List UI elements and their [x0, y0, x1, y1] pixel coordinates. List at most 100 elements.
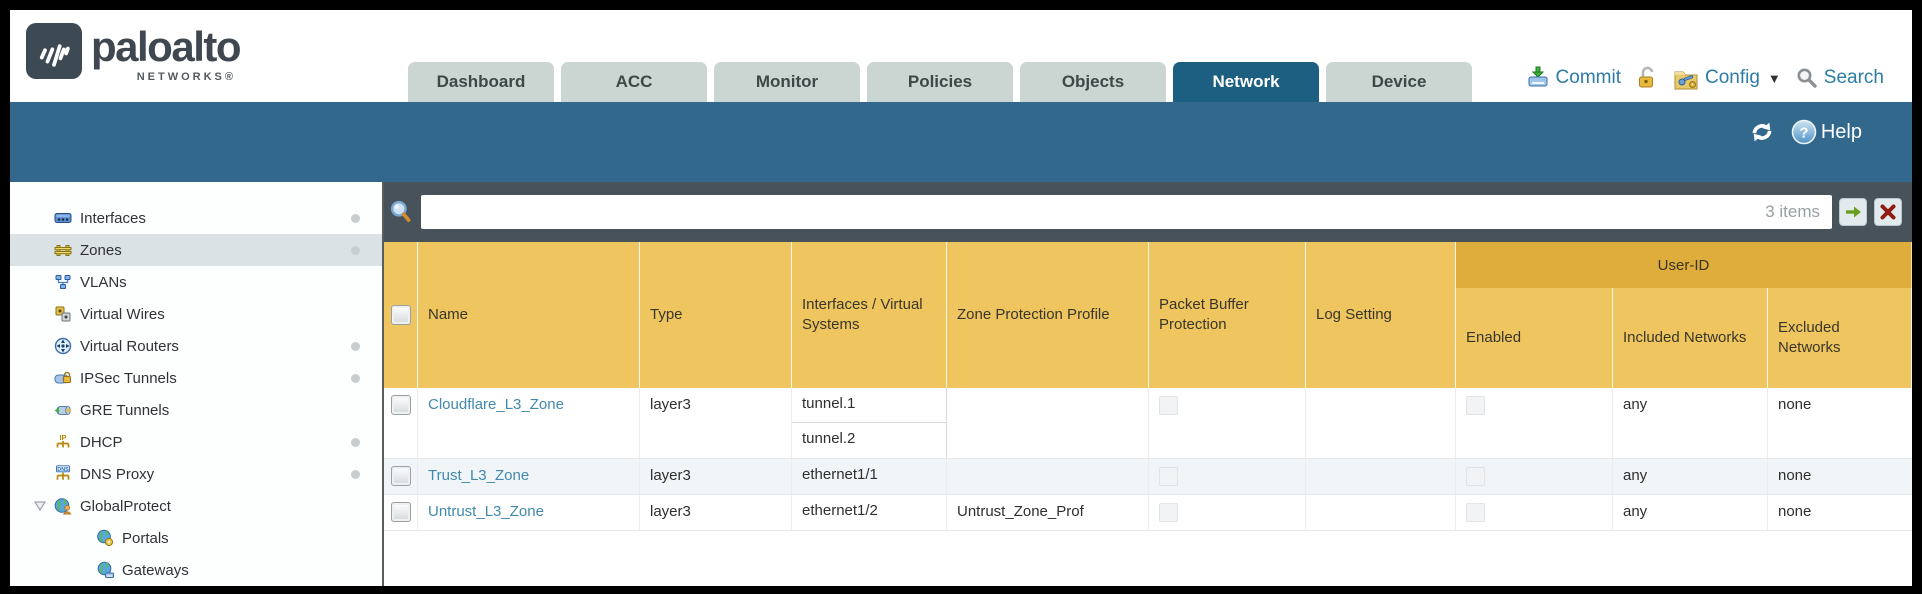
svg-text:DNS: DNS	[57, 467, 69, 473]
svg-text:?: ?	[1799, 125, 1808, 142]
interface-entry: ethernet1/1	[802, 466, 878, 483]
row-checkbox[interactable]	[390, 466, 411, 486]
dhcp-icon: IP	[54, 433, 72, 451]
column-header-included-networks[interactable]: Included Networks	[1613, 288, 1768, 388]
cell-packet-buffer-protection	[1149, 459, 1306, 494]
sidebar-item-gateways[interactable]: Gateways	[10, 554, 382, 586]
logo-wordmark: paloalto NETWORKS®	[91, 23, 242, 83]
cell-excluded-networks: none	[1778, 396, 1812, 413]
sidebar-item-dot	[351, 437, 360, 447]
cell-type: layer3	[640, 388, 792, 458]
zone-name-link[interactable]: Cloudflare_L3_Zone	[428, 396, 564, 413]
cell-user-id-enabled	[1456, 459, 1613, 494]
zone-name-link[interactable]: Untrust_L3_Zone	[428, 503, 544, 520]
filter-input[interactable]	[421, 195, 1832, 229]
sidebar-item-label: Virtual Routers	[80, 337, 179, 355]
interface-entry: tunnel.2	[802, 430, 856, 447]
sidebar-item-label: Zones	[80, 241, 122, 259]
cell-log-setting	[1306, 388, 1456, 458]
gre-tunnels-icon	[54, 401, 72, 419]
lock-unlocked-icon[interactable]	[1636, 66, 1658, 90]
column-header-type[interactable]: Type	[640, 242, 792, 388]
sidebar-item-globalprotect[interactable]: GlobalProtect	[10, 490, 382, 522]
globalprotect-icon	[54, 497, 72, 515]
config-label: Config	[1705, 67, 1760, 88]
sidebar-item-interfaces[interactable]: Interfaces	[10, 202, 382, 234]
packet-buffer-checkbox[interactable]	[1159, 396, 1178, 415]
select-all-checkbox[interactable]	[390, 305, 411, 325]
search-label: Search	[1823, 67, 1884, 88]
interfaces-icon	[54, 209, 72, 227]
column-header-log-setting[interactable]: Log Setting	[1306, 242, 1456, 388]
sidebar-item-gre-tunnels[interactable]: GRE Tunnels	[10, 394, 382, 426]
sidebar-item-vlans[interactable]: VLANs	[10, 266, 382, 298]
sidebar-item-label: GRE Tunnels	[80, 401, 170, 419]
packet-buffer-checkbox[interactable]	[1159, 467, 1178, 486]
help-button[interactable]: ? Help	[1791, 119, 1862, 145]
interface-entry: ethernet1/2	[802, 502, 878, 519]
tab-network[interactable]: Network	[1173, 62, 1319, 102]
sidebar-item-label: Interfaces	[80, 209, 146, 227]
sidebar-item-virtual-routers[interactable]: Virtual Routers	[10, 330, 382, 362]
sidebar-item-virtual-wires[interactable]: Virtual Wires	[10, 298, 382, 330]
sidebar-item-zones[interactable]: Zones	[10, 234, 382, 266]
row-select-cell	[384, 388, 418, 458]
red-x-icon	[1880, 204, 1896, 220]
row-checkbox[interactable]	[390, 395, 411, 415]
help-label: Help	[1820, 120, 1862, 143]
tab-objects[interactable]: Objects	[1020, 62, 1166, 102]
commit-button[interactable]: Commit	[1526, 66, 1621, 90]
svg-text:IP: IP	[59, 433, 66, 442]
cell-zone-protection-profile: Untrust_Zone_Prof	[947, 495, 1149, 530]
chevron-down-icon: ▼	[1767, 70, 1781, 86]
cell-log-setting	[1306, 495, 1456, 530]
tab-monitor[interactable]: Monitor	[714, 62, 860, 102]
column-header-zone-protection-profile[interactable]: Zone Protection Profile	[947, 242, 1149, 388]
cell-included-networks: any	[1613, 495, 1768, 530]
zone-name-link[interactable]: Trust_L3_Zone	[428, 467, 530, 484]
sidebar-item-ipsec-tunnels[interactable]: IPSec Tunnels	[10, 362, 382, 394]
cell-log-setting	[1306, 459, 1456, 494]
search-button[interactable]: Search	[1796, 67, 1884, 89]
sidebar-item-label: DHCP	[80, 433, 123, 451]
expander-triangle-icon[interactable]	[34, 501, 46, 511]
sidebar-item-dhcp[interactable]: IP DHCP	[10, 426, 382, 458]
user-id-enabled-checkbox[interactable]	[1466, 467, 1485, 486]
config-dropdown[interactable]: Config ▼	[1673, 67, 1781, 90]
column-header-name[interactable]: Name	[418, 242, 640, 388]
cell-name: Untrust_L3_Zone	[418, 495, 640, 530]
cell-user-id-enabled	[1456, 495, 1613, 530]
row-checkbox[interactable]	[390, 502, 411, 522]
user-id-enabled-checkbox[interactable]	[1466, 503, 1485, 522]
cell-interfaces: ethernet1/2	[792, 495, 947, 530]
virtual-wires-icon	[54, 305, 72, 323]
cell-packet-buffer-protection	[1149, 388, 1306, 458]
utility-links: Commit Config ▼	[1526, 66, 1884, 90]
refresh-icon[interactable]	[1749, 119, 1775, 145]
vlans-icon	[54, 273, 72, 291]
tab-device[interactable]: Device	[1326, 62, 1472, 102]
clear-filter-button[interactable]	[1874, 198, 1902, 226]
cell-excluded-networks: none	[1778, 503, 1812, 520]
column-header-packet-buffer-protection[interactable]: Packet Buffer Protection	[1149, 242, 1306, 388]
column-header-excluded-networks[interactable]: Excluded Networks	[1768, 288, 1912, 388]
tab-dashboard[interactable]: Dashboard	[408, 62, 554, 102]
tab-acc[interactable]: ACC	[561, 62, 707, 102]
packet-buffer-checkbox[interactable]	[1159, 503, 1178, 522]
banner-actions: ? Help	[1749, 119, 1862, 145]
sidebar-item-portals[interactable]: Portals	[10, 522, 382, 554]
user-id-enabled-checkbox[interactable]	[1466, 396, 1485, 415]
tab-policies[interactable]: Policies	[867, 62, 1013, 102]
apply-filter-button[interactable]	[1839, 198, 1867, 226]
cell-included-networks: any	[1613, 388, 1768, 458]
column-header-interfaces-virtual-systems[interactable]: Interfaces / Virtual Systems	[792, 242, 947, 388]
column-header-enabled[interactable]: Enabled	[1456, 288, 1613, 388]
virtual-routers-icon	[54, 337, 72, 355]
table-empty-space	[384, 531, 1912, 586]
